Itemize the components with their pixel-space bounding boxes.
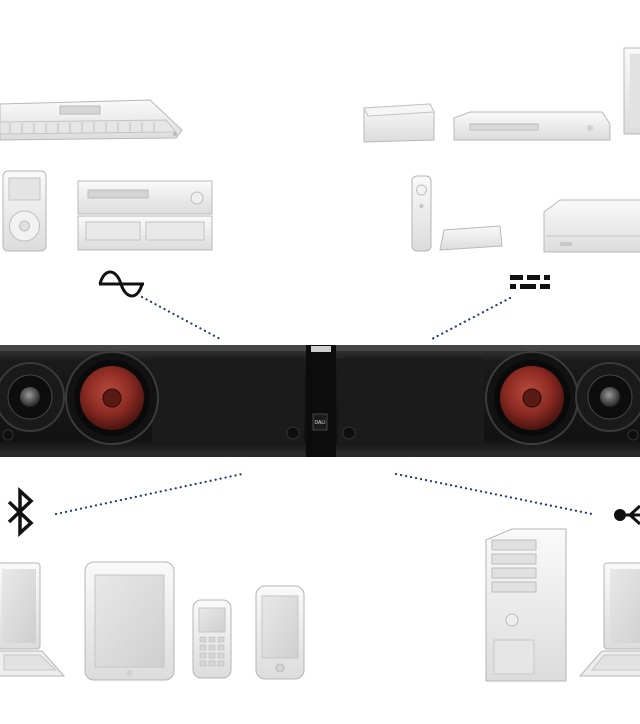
laptop-device-left [0, 562, 66, 677]
monitor-device [623, 47, 640, 135]
smartphone-device [255, 585, 305, 680]
analog-wave-icon [98, 270, 144, 298]
soundbar-speaker: DALI [0, 345, 640, 457]
game-console-device [543, 199, 640, 253]
usb-link-line [394, 472, 594, 516]
keyboard-device [0, 99, 183, 141]
dvd-player-device [453, 111, 611, 141]
bluetooth-icon [7, 487, 34, 537]
streaming-box-device [439, 225, 503, 251]
digital-optical-icon [510, 275, 550, 289]
optical-link-line [428, 296, 512, 342]
usb-icon [614, 504, 640, 526]
media-center-device [363, 103, 435, 143]
right-woofer [485, 351, 579, 445]
left-woofer [65, 351, 159, 445]
tablet-device [84, 561, 175, 681]
feature-phone-device [192, 599, 232, 679]
bluetooth-link-line [54, 472, 244, 516]
desktop-tower-device [485, 528, 567, 682]
analog-link-line [140, 295, 224, 342]
left-tweeter [0, 362, 65, 432]
remote-control-device [411, 175, 432, 252]
stereo-system-device [77, 180, 213, 251]
connection-dots [54, 295, 594, 516]
laptop-device-right [578, 562, 640, 677]
soundbar-logo: DALI [314, 420, 325, 426]
mp3-player-device [2, 170, 47, 252]
right-tweeter [575, 362, 640, 432]
